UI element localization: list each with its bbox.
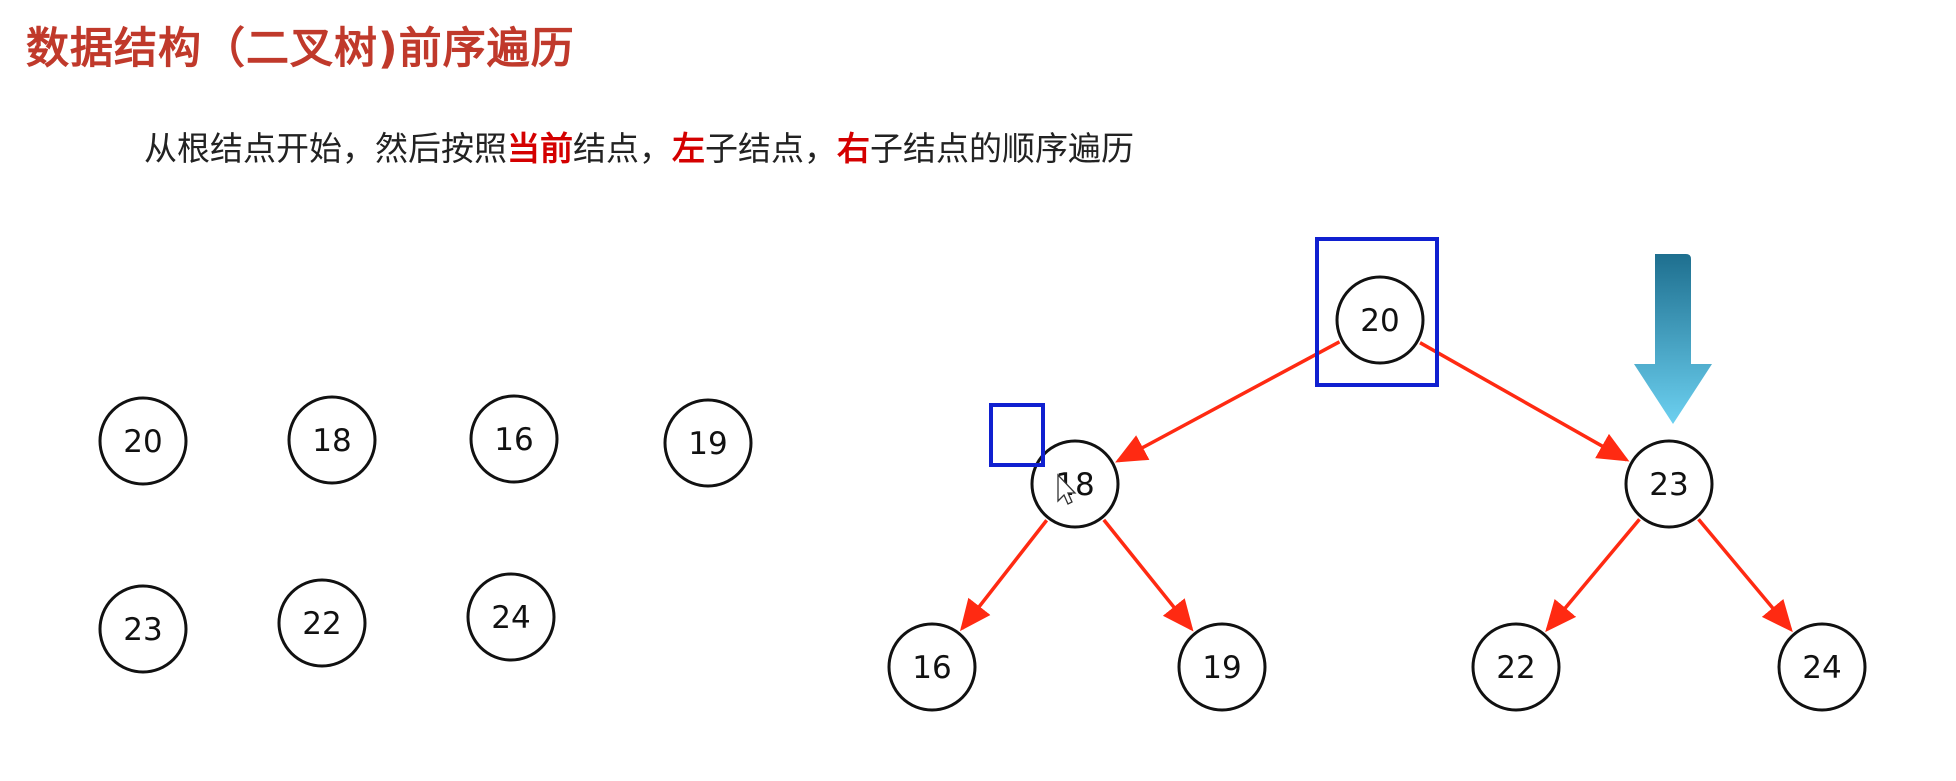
tree-node-20: 20 bbox=[1335, 275, 1425, 365]
tree-node-19: 19 bbox=[1177, 622, 1267, 712]
loose-node-24-circle bbox=[466, 572, 556, 662]
loose-node-22-label: 22 bbox=[302, 606, 341, 642]
tree-node-23-circle bbox=[1624, 439, 1714, 529]
tree-node-16: 16 bbox=[887, 622, 977, 712]
edge-n20-n18 bbox=[1115, 340, 1341, 463]
loose-node-19-circle bbox=[663, 398, 753, 488]
tree-node-24-circle bbox=[1777, 622, 1867, 712]
loose-node-19: 19 bbox=[663, 398, 753, 488]
loose-node-22: 22 bbox=[277, 578, 367, 668]
loose-node-20-circle bbox=[98, 396, 188, 486]
tree-node-23: 23 bbox=[1624, 439, 1714, 529]
description-text-3: 子结点， bbox=[705, 129, 837, 168]
tree-node-19-label: 19 bbox=[1202, 650, 1241, 686]
tree-node-20-label: 20 bbox=[1360, 303, 1399, 339]
edge-n18-n19 bbox=[1102, 518, 1194, 632]
description-left: 左 bbox=[672, 129, 705, 168]
edge-n23-n22 bbox=[1545, 518, 1641, 633]
tree-node-22-circle bbox=[1471, 622, 1561, 712]
loose-node-20: 20 bbox=[98, 396, 188, 486]
tree-node-20-circle bbox=[1335, 275, 1425, 365]
loose-node-16-circle bbox=[469, 394, 559, 484]
tree-node-22: 22 bbox=[1471, 622, 1561, 712]
tree-node-19-circle bbox=[1177, 622, 1267, 712]
loose-node-23: 23 bbox=[98, 584, 188, 674]
loose-node-23-circle bbox=[98, 584, 188, 674]
description-right: 右 bbox=[837, 129, 870, 168]
tree-node-23-label: 23 bbox=[1649, 467, 1688, 503]
edge-n23-n24 bbox=[1697, 518, 1793, 633]
description: 从根结点开始，然后按照当前结点，左子结点，右子结点的顺序遍历 bbox=[144, 122, 1134, 170]
loose-node-16-label: 16 bbox=[494, 422, 533, 458]
loose-node-19-label: 19 bbox=[688, 426, 727, 462]
edge-n20-n23 bbox=[1419, 341, 1630, 462]
current-node-focus-box bbox=[1315, 237, 1439, 387]
tree-node-16-circle bbox=[887, 622, 977, 712]
loose-node-20-label: 20 bbox=[123, 424, 162, 460]
tree-edges bbox=[960, 340, 1793, 633]
description-text-1: 从根结点开始，然后按照 bbox=[144, 129, 507, 168]
description-text-4: 子结点的顺序遍历 bbox=[870, 129, 1134, 168]
loose-node-24-label: 24 bbox=[491, 600, 530, 636]
tree-node-16-label: 16 bbox=[912, 650, 951, 686]
tree-node-24: 24 bbox=[1777, 622, 1867, 712]
page-title: 数据结构（二叉树)前序遍历 bbox=[26, 24, 575, 74]
loose-node-18-circle bbox=[287, 395, 377, 485]
down-arrow-icon bbox=[1634, 254, 1712, 424]
unsorted-nodes: 20 18 16 19 23 22 24 bbox=[98, 394, 753, 674]
loose-node-18-label: 18 bbox=[312, 423, 351, 459]
edge-n18-n16 bbox=[960, 519, 1049, 632]
loose-node-23-label: 23 bbox=[123, 612, 162, 648]
loose-node-18: 18 bbox=[287, 395, 377, 485]
mouse-cursor-icon bbox=[1057, 473, 1077, 505]
loose-node-22-circle bbox=[277, 578, 367, 668]
tree-node-24-label: 24 bbox=[1802, 650, 1841, 686]
loose-node-24: 24 bbox=[466, 572, 556, 662]
description-text-2: 结点， bbox=[573, 129, 672, 168]
loose-node-16: 16 bbox=[469, 394, 559, 484]
tree-node-22-label: 22 bbox=[1496, 650, 1535, 686]
next-node-focus-box bbox=[989, 403, 1045, 467]
description-current: 当前 bbox=[507, 129, 573, 168]
tree-node-18-circle bbox=[1030, 439, 1120, 529]
